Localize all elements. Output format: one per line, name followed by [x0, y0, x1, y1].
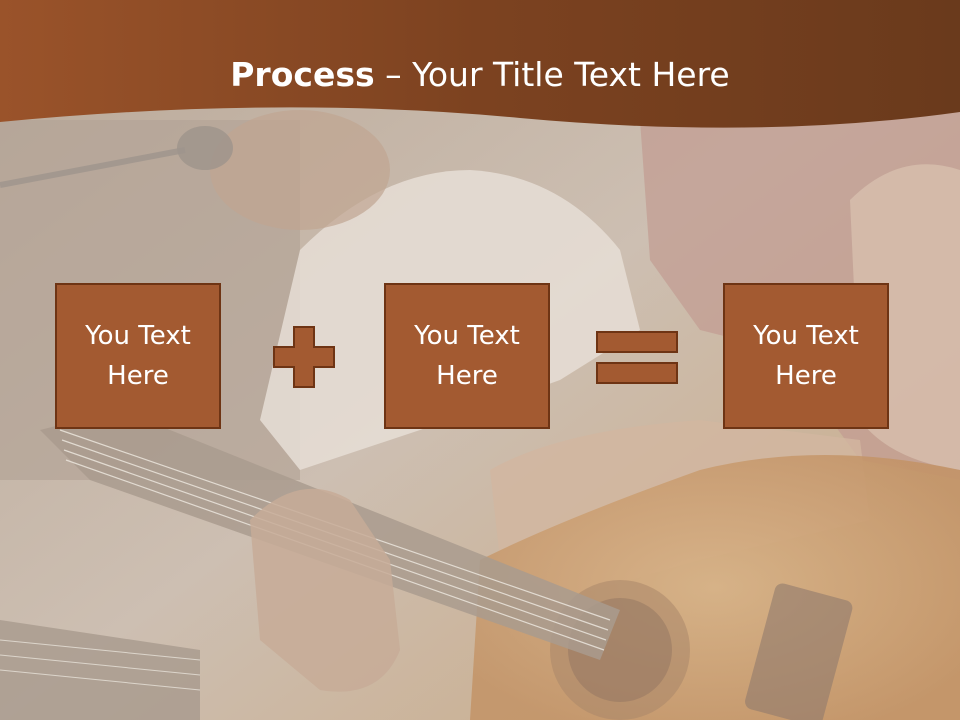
process-box-1-label: You Text Here — [85, 321, 191, 391]
title-rest: Your Title Text Here — [412, 55, 730, 94]
process-box-1[interactable]: You Text Here — [55, 283, 221, 429]
title-dash: – — [374, 55, 413, 94]
slide-title[interactable]: Process – Your Title Text Here — [0, 55, 960, 95]
process-box-3[interactable]: You Text Here — [723, 283, 889, 429]
title-bold: Process — [230, 55, 375, 94]
process-box-3-label: You Text Here — [753, 321, 859, 391]
process-box-2[interactable]: You Text Here — [384, 283, 550, 429]
plus-icon — [273, 326, 335, 392]
title-banner: Process – Your Title Text Here — [0, 0, 960, 140]
process-box-2-label: You Text Here — [414, 321, 520, 391]
equals-icon — [596, 331, 678, 389]
